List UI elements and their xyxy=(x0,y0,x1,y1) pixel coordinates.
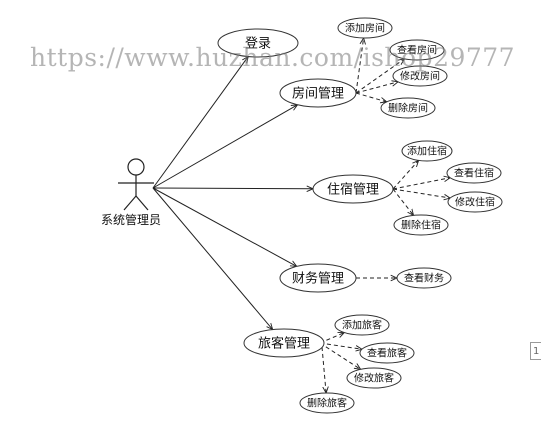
use-case-module-3-label: 旅客管理 xyxy=(258,336,310,352)
use-case-2-0-label: 查看财务 xyxy=(404,272,444,285)
actor-right-leg xyxy=(135,195,149,211)
use-case-0-1: 查看房间 xyxy=(389,39,445,61)
use-case-0-1-shape xyxy=(389,39,445,61)
use-case-3-3-label: 删除旅客 xyxy=(307,397,347,410)
use-case-0-0-label: 添加房间 xyxy=(345,22,385,35)
actor-figure: 系统管理员 xyxy=(101,158,161,227)
actor-head xyxy=(127,158,145,176)
edges-layer xyxy=(152,38,450,393)
use-case-1-1: 查看住宿 xyxy=(446,162,502,184)
use-case-3-2-shape xyxy=(346,367,402,389)
use-case-1-3: 删除住宿 xyxy=(393,214,449,236)
use-case-0-2-label: 修改房间 xyxy=(400,70,440,83)
include-edge-0-1 xyxy=(355,59,404,94)
use-case-module-1-shape xyxy=(312,174,394,204)
use-case-1-0-label: 添加住宿 xyxy=(407,145,447,158)
use-case-3-0-label: 添加旅客 xyxy=(342,319,382,332)
use-case-2-0: 查看财务 xyxy=(396,267,452,289)
use-case-0-3-label: 删除房间 xyxy=(388,102,428,115)
include-edge-3-0 xyxy=(319,333,344,344)
use-case-login: 登录 xyxy=(217,28,299,58)
use-case-module-0-label: 房间管理 xyxy=(292,86,344,102)
use-case-3-2-label: 修改旅客 xyxy=(354,372,394,385)
use-case-1-0: 添加住宿 xyxy=(401,140,453,162)
use-case-1-1-label: 查看住宿 xyxy=(454,167,494,180)
use-case-module-0-shape xyxy=(279,78,357,108)
use-case-3-2: 修改旅客 xyxy=(346,367,402,389)
use-case-0-3-shape xyxy=(380,97,436,119)
use-case-1-1-shape xyxy=(446,162,502,184)
include-edge-0-2 xyxy=(355,82,398,94)
use-case-3-1: 查看旅客 xyxy=(359,342,415,364)
actor-label: 系统管理员 xyxy=(101,212,161,227)
use-case-module-2-label: 财务管理 xyxy=(292,271,344,287)
association-module-3 xyxy=(152,187,273,330)
use-case-login-label: 登录 xyxy=(245,37,271,52)
use-case-3-0: 添加旅客 xyxy=(334,314,390,336)
use-case-module-3-shape xyxy=(243,328,325,358)
use-case-2-0-shape xyxy=(396,267,452,289)
use-case-1-2: 修改住宿 xyxy=(447,191,503,213)
use-case-0-2: 修改房间 xyxy=(392,65,448,87)
association-module-1 xyxy=(152,188,313,189)
include-edge-0-0 xyxy=(355,38,364,94)
use-case-0-2-shape xyxy=(392,65,448,87)
use-case-module-2-shape xyxy=(279,263,357,293)
use-case-0-0: 添加房间 xyxy=(337,17,393,39)
use-case-module-0: 房间管理 xyxy=(279,78,357,108)
include-edge-3-1 xyxy=(319,342,362,349)
use-case-3-0-shape xyxy=(334,314,390,336)
use-case-0-0-shape xyxy=(337,17,393,39)
use-case-1-2-label: 修改住宿 xyxy=(455,196,495,209)
use-case-1-3-shape xyxy=(393,214,449,236)
association-login xyxy=(152,57,248,189)
include-edge-1-1 xyxy=(392,178,450,190)
use-case-3-3: 删除旅客 xyxy=(299,392,355,414)
edge-marker: 1 xyxy=(530,342,541,360)
use-case-1-3-label: 删除住宿 xyxy=(401,219,441,232)
include-edge-1-3 xyxy=(392,188,414,215)
use-case-module-3: 旅客管理 xyxy=(243,328,325,358)
use-case-login-shape xyxy=(217,28,299,58)
use-case-module-2: 财务管理 xyxy=(279,263,357,293)
use-case-0-1-label: 查看房间 xyxy=(397,44,437,57)
use-case-1-0-shape xyxy=(401,140,453,162)
include-edge-3-3 xyxy=(321,346,326,393)
use-case-module-1: 住宿管理 xyxy=(312,174,394,204)
use-case-3-3-shape xyxy=(299,392,355,414)
include-edge-1-2 xyxy=(392,188,450,198)
include-edge-3-2 xyxy=(319,342,361,369)
include-edge-0-3 xyxy=(355,92,387,102)
use-case-0-3: 删除房间 xyxy=(380,97,436,119)
use-case-1-2-shape xyxy=(447,191,503,213)
use-case-3-1-label: 查看旅客 xyxy=(367,347,407,360)
actor-left-leg xyxy=(123,195,137,211)
use-case-3-1-shape xyxy=(359,342,415,364)
use-case-module-1-label: 住宿管理 xyxy=(327,182,379,198)
association-module-2 xyxy=(152,187,297,266)
association-module-0 xyxy=(152,105,298,189)
include-edge-1-0 xyxy=(392,160,419,190)
